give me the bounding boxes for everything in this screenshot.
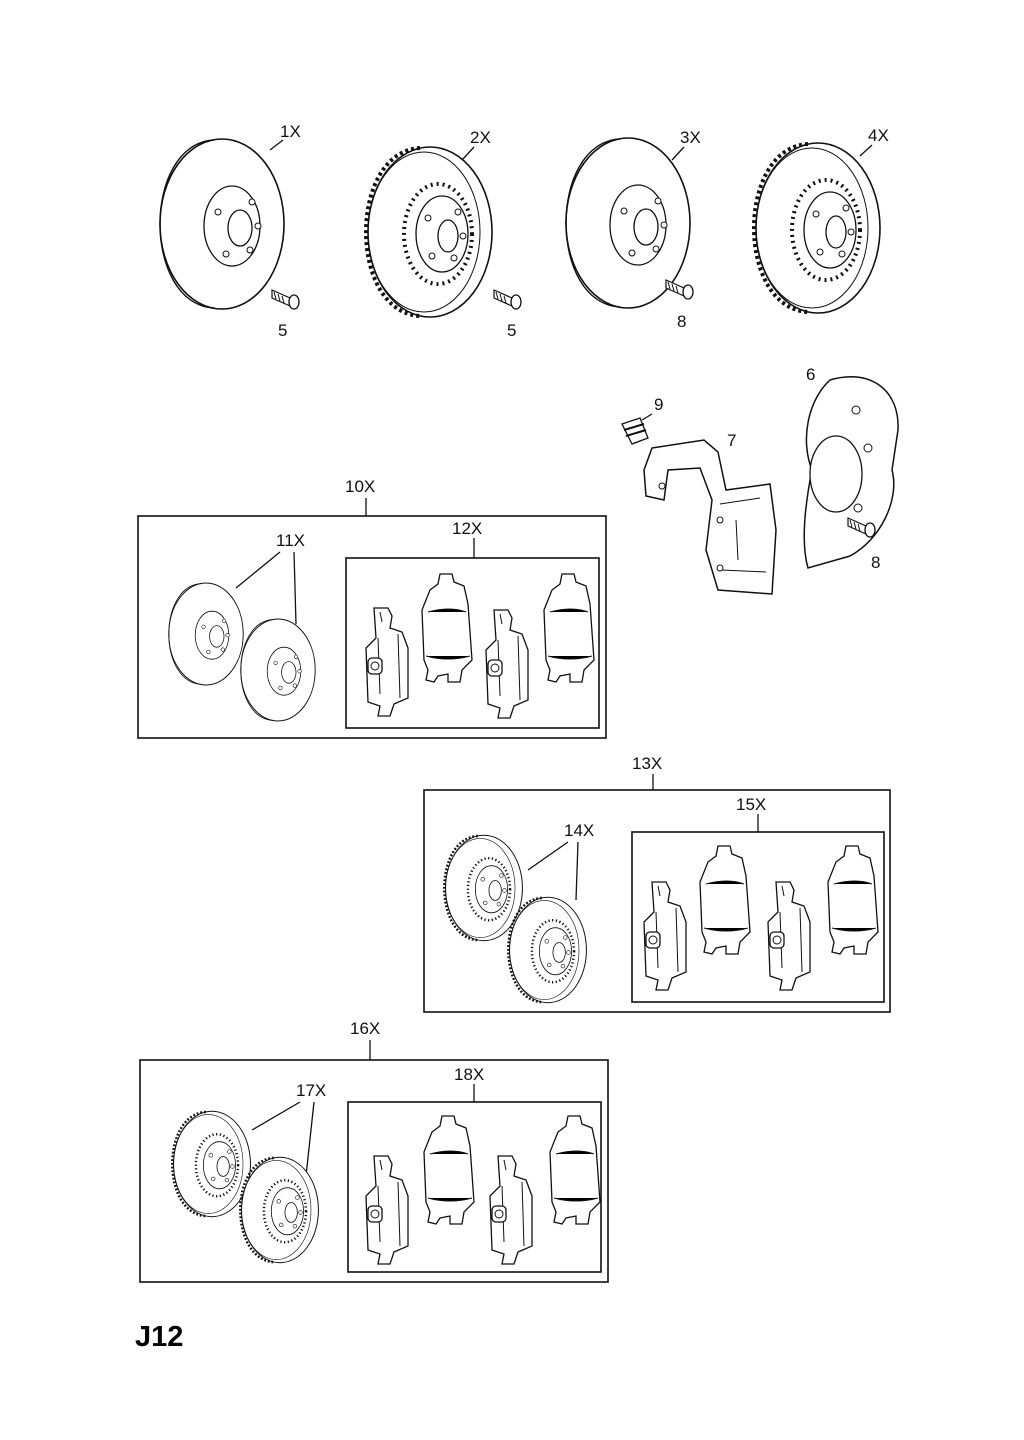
kit-box-13x [423, 789, 891, 1013]
kit-box-18x [347, 1101, 602, 1273]
kit18-pad-4 [549, 1115, 601, 1225]
label-16x: 16X [350, 1019, 380, 1038]
label-18x: 18X [454, 1065, 484, 1084]
bolt-5b [493, 289, 522, 310]
kit15-pad-3 [767, 881, 811, 991]
kit12-pad-2 [421, 573, 473, 683]
label-4x: 4X [868, 126, 889, 145]
label-6: 6 [806, 365, 815, 384]
label-13x: 13X [632, 754, 662, 773]
label-8a: 8 [677, 312, 686, 331]
caliper-bracket-7 [643, 439, 777, 595]
label-3x: 3X [680, 128, 701, 147]
kit13-disc-a [443, 834, 524, 942]
kit10-disc-b [240, 618, 316, 722]
kit15-pad-2 [699, 845, 751, 955]
brake-disc-2 [364, 145, 494, 319]
page-code: J12 [135, 1321, 183, 1353]
kit18-pad-1 [365, 1155, 409, 1265]
bolt-8a [665, 279, 694, 300]
kit-box-12x [345, 557, 600, 729]
label-9: 9 [654, 395, 663, 414]
bolt-5a [271, 289, 300, 310]
label-10x: 10X [345, 477, 375, 496]
label-8b: 8 [871, 553, 880, 572]
kit-box-10x [137, 515, 607, 739]
label-11x: 11X [276, 531, 305, 550]
label-5b: 5 [507, 321, 516, 340]
brake-disc-1 [159, 138, 285, 310]
kit15-pad-4 [827, 845, 879, 955]
kit16-disc-b [239, 1156, 320, 1264]
kit15-pad-1 [643, 881, 687, 991]
kit18-pad-3 [489, 1155, 533, 1265]
kit18-pad-2 [423, 1115, 475, 1225]
kit12-pad-4 [543, 573, 595, 683]
label-17x: 17X [296, 1081, 326, 1100]
label-1x: 1X [280, 122, 301, 141]
kit10-disc-a [168, 582, 244, 686]
kit12-pad-3 [485, 609, 529, 719]
kit-box-16x [139, 1059, 609, 1283]
spring-9 [621, 417, 649, 445]
kit13-disc-b [507, 896, 588, 1004]
label-15x: 15X [736, 795, 766, 814]
label-5a: 5 [278, 321, 287, 340]
label-2x: 2X [470, 128, 491, 147]
kit12-pad-1 [365, 607, 409, 717]
dust-shield-6 [803, 375, 899, 569]
label-12x: 12X [452, 519, 482, 538]
kit16-disc-a [171, 1110, 252, 1218]
label-14x: 14X [564, 821, 594, 840]
kit-box-15x [631, 831, 885, 1003]
brake-disc-4 [752, 141, 882, 315]
label-7: 7 [727, 431, 736, 450]
